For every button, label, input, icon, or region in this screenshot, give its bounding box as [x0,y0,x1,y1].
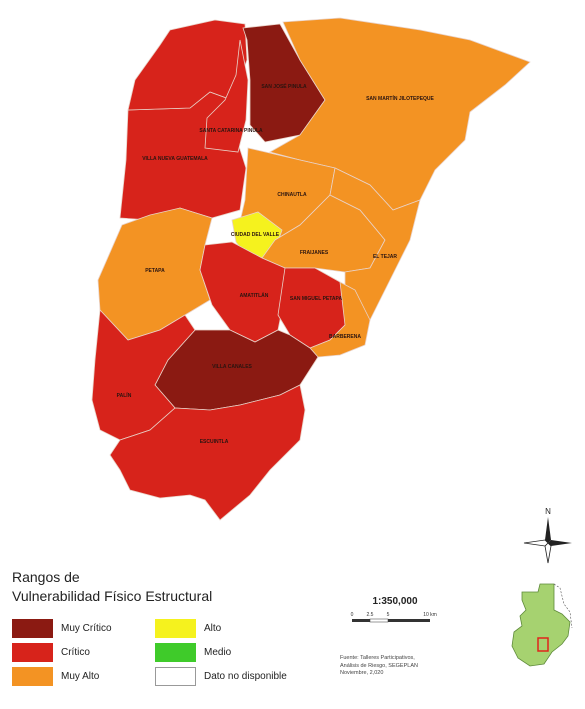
label-escuintla: ESCUINTLA [200,439,229,445]
legend-label: Muy Alto [61,671,100,682]
source-line: Fuente: Talleres Participativos, [340,655,415,661]
legend-item-alto: Alto [155,619,221,638]
legend-swatch [155,619,196,638]
label-fraijanes: FRAIJANES [300,250,329,256]
label-mixco: VILLA NUEVA GUATEMALA [142,156,208,162]
vulnerability-map: SAN JOSÉ PINULA SANTA CATARINA PINULA SA… [91,17,531,521]
label-palin: PALÍN [117,391,132,399]
scale-tick: 0 [351,612,354,618]
municipality-petapa[interactable] [97,207,213,341]
north-label: N [545,507,551,516]
scale-bar: 1:350,000 0 2.5 5 10 km [340,596,450,638]
locator-highlight [537,637,549,652]
label-santa-catarina-pinula: SANTA CATARINA PINULA [199,128,263,134]
source-line: Análisis de Riesgo, SEGEPLAN [340,662,418,669]
label-el-tejar: EL TEJAR [373,254,397,260]
scale-ratio: 1:350,000 [372,596,418,607]
legend-label: Crítico [61,647,90,658]
legend-swatch [12,667,53,686]
legend-item-muy-alto: Muy Alto [12,667,99,686]
label-villa-canales: VILLA CANALES [212,364,252,370]
legend-item-muy-critico: Muy Crítico [12,619,112,638]
legend-title-line2: Vulnerabilidad Físico Estructural [12,588,213,604]
scale-tick: 5 [387,612,390,618]
legend-swatch [155,643,196,662]
legend-item-medio: Medio [155,643,231,662]
legend-label: Medio [204,647,232,658]
label-chinautla: CHINAUTLA [277,192,307,198]
source-note: Fuente: Talleres Participativos, Análisi… [340,655,455,678]
north-arrow-icon: N [523,507,572,564]
legend-title-line1: Rangos de [12,569,80,585]
locator-country [511,583,571,667]
legend-swatch [12,619,53,638]
legend-label: Alto [204,623,222,634]
legend-label: Dato no disponible [204,671,287,682]
municipality-santa-catarina-pinula[interactable] [204,39,249,153]
scale-bar-graphic: 0 2.5 5 10 km [351,612,437,623]
municipality-escuintla[interactable] [109,384,306,521]
label-amatitlan: AMATITLÁN [240,292,269,299]
label-guatemala: CIUDAD DEL VALLE [231,232,280,238]
label-palencia: SAN MARTÍN JILOTEPEQUE [366,94,434,102]
municipality-san-jose-pinula[interactable] [242,23,326,143]
municipality-santa-catarina-pinula-north[interactable] [127,19,248,111]
legend-title: Rangos de Vulnerabilidad Físico Estructu… [12,568,212,606]
label-san-miguel-petapa: SAN MIGUEL PETAPA [290,296,343,302]
scale-tick: 2.5 [367,612,374,618]
legend-swatch [155,667,196,686]
legend-swatch [12,643,53,662]
locator-map [511,583,573,667]
legend-item-no-data: Dato no disponible [155,667,287,686]
label-petapa: PETAPA [145,268,165,274]
municipality-palin[interactable] [91,309,196,441]
legend-item-critico: Crítico [12,643,90,662]
legend-label: Muy Crítico [61,623,112,634]
source-line: Noviembre, 2,020 [340,670,384,676]
scale-tick: 10 km [423,612,437,618]
municipality-barberena[interactable] [309,281,371,358]
label-san-jose-pinula: SAN JOSÉ PINULA [261,82,307,90]
locator-neighbor-border [553,583,573,629]
label-barberena: BARBERENA [329,334,361,340]
